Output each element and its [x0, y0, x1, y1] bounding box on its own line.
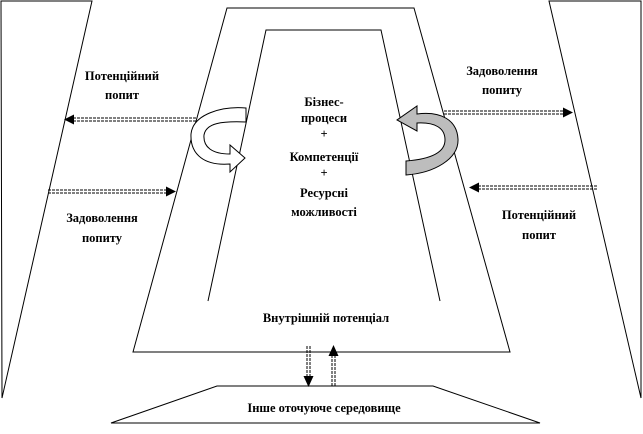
left-top-label-line-1: Потенційний [85, 69, 159, 83]
enterprise-trapezoid [132, 7, 511, 353]
core-line-2: процеси [301, 111, 347, 125]
left-potential-demand-arrow [64, 114, 196, 125]
core-line-4: Компетенції [290, 150, 359, 164]
up-from-environment-arrow [328, 345, 339, 386]
left-satisfied-demand-arrow [48, 186, 176, 197]
right-bottom-label-line-2: попит [522, 228, 556, 242]
environment-trapezoid [110, 385, 541, 424]
left-top-label-line-2: попит [105, 88, 139, 102]
environment-label: Інше оточуюче середовище [247, 401, 401, 415]
core-line-1: Бізнес- [304, 95, 343, 109]
right-bottom-label: Потенційний попит [502, 208, 576, 242]
right-top-label: Задоволення попиту [466, 64, 538, 97]
left-market-panel [0, 0, 93, 399]
core-line-5: + [320, 166, 327, 180]
internal-potential-label: Внутрішній потенціал [263, 311, 389, 325]
right-top-label-line-1: Задоволення [466, 64, 538, 78]
core-line-6: Ресурсні [300, 186, 349, 200]
down-to-environment-arrow [303, 346, 314, 387]
left-top-label: Потенційний попит [85, 69, 159, 102]
right-market-panel [548, 0, 642, 399]
right-satisfied-demand-arrow [444, 107, 573, 118]
core-line-7: можливості [291, 205, 357, 219]
left-bottom-label: Задоволення попиту [66, 211, 138, 245]
core-line-3: + [320, 127, 327, 141]
left-bottom-label-line-1: Задоволення [66, 211, 138, 225]
left-curved-arrow-icon [190, 107, 247, 174]
right-potential-demand-arrow [469, 182, 597, 193]
left-bottom-label-line-2: попиту [82, 231, 123, 245]
core-text: Бізнес- процеси + Компетенції + Ресурсні… [290, 95, 359, 219]
right-top-label-line-2: попиту [482, 83, 523, 97]
right-curved-arrow-icon [396, 105, 459, 176]
right-bottom-label-line-1: Потенційний [502, 208, 576, 222]
